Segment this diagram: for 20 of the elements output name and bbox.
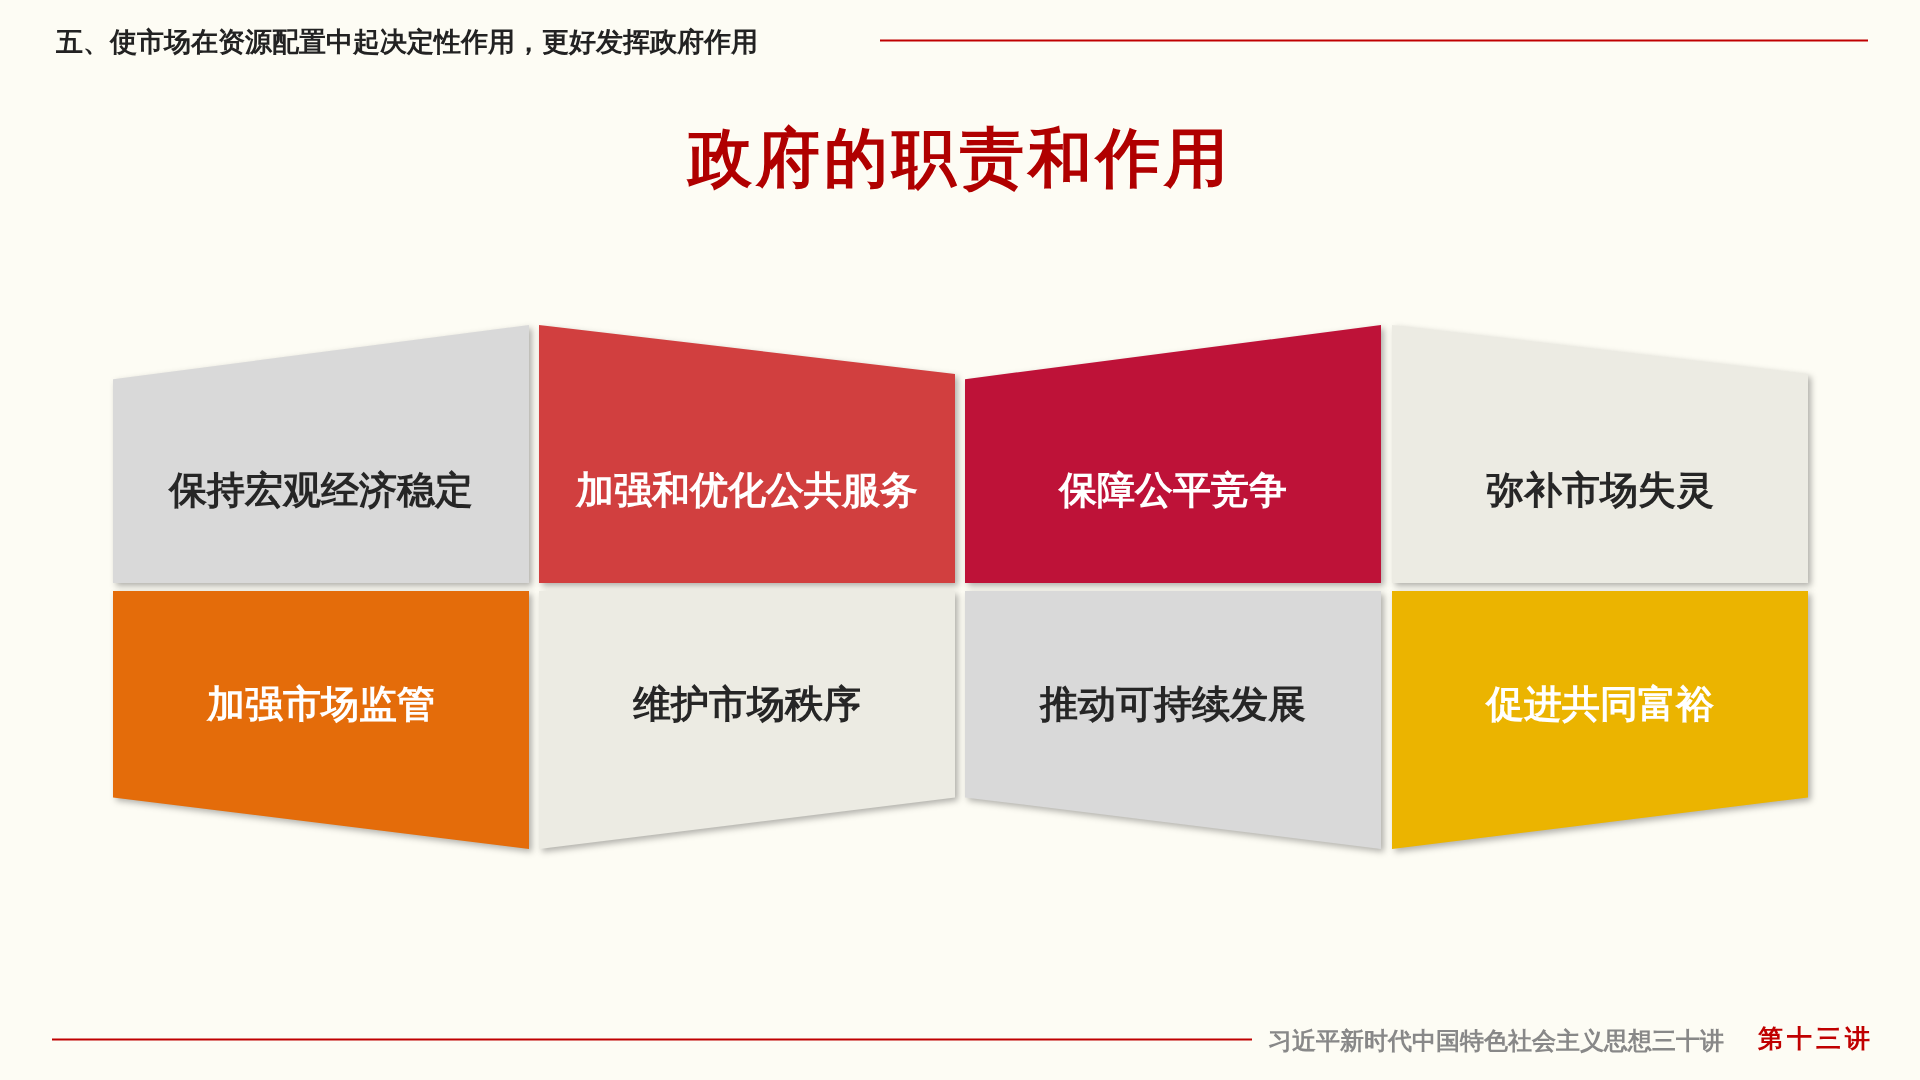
footer-text: 习近平新时代中国特色社会主义思想三十讲	[1268, 1026, 1724, 1057]
panel-text: 加强市场监管	[205, 681, 436, 728]
panel-text: 弥补市场失灵	[1485, 467, 1715, 514]
section-heading: 五、使市场在资源配置中起决定性作用，更好发挥政府作用	[56, 25, 758, 59]
panel	[965, 325, 1381, 583]
panel	[113, 325, 529, 583]
panel	[113, 591, 529, 849]
panel-text: 促进共同富裕	[1484, 681, 1715, 728]
panel-text: 保障公平竞争	[1057, 467, 1288, 514]
panel	[965, 591, 1381, 849]
panel	[1392, 325, 1808, 583]
panel-text: 推动可持续发展	[1038, 681, 1307, 728]
panel-text: 加强和优化公共服务	[574, 467, 919, 514]
panel-text: 保持宏观经济稳定	[167, 467, 474, 514]
panel	[539, 325, 955, 583]
panel	[1392, 591, 1808, 849]
lecture-number: 第十三讲	[1758, 1023, 1874, 1055]
panel-text: 维护市场秩序	[632, 681, 862, 728]
panel	[539, 591, 955, 849]
slide-title: 政府的职责和作用	[685, 119, 1233, 197]
